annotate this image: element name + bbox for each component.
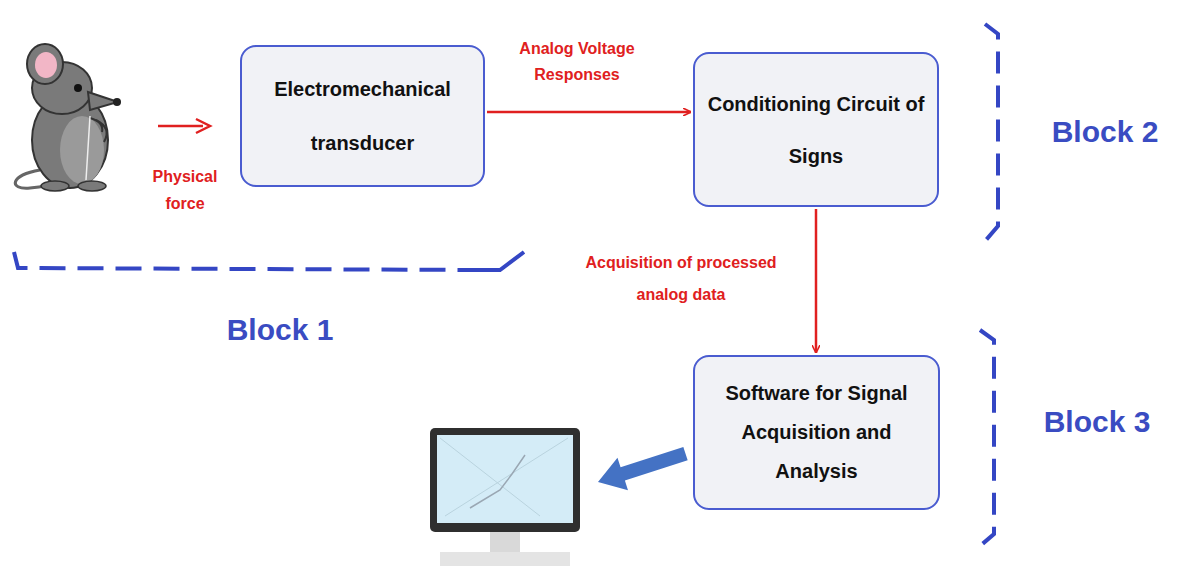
process-box: Software for Signal Acquisition and Anal…: [693, 355, 940, 510]
signal-arrow: [487, 111, 691, 114]
edge-label: Acquisition of processed analog data: [561, 247, 801, 311]
force-label: Physical force: [138, 163, 232, 217]
force-arrow: [158, 119, 210, 133]
box-label: Software for Signal Acquisition and Anal…: [707, 374, 926, 491]
box-label: Conditioning Circuit of Signs: [707, 78, 925, 182]
box-label: Electromechanical transducer: [254, 62, 471, 170]
monitor-illustration: [430, 428, 580, 566]
block-bracket: [14, 24, 998, 546]
process-box: Electromechanical transducer: [240, 45, 485, 187]
process-box: Conditioning Circuit of Signs: [693, 52, 939, 207]
block-label: Block 2: [1030, 112, 1180, 151]
edge-label: Analog Voltage Responses: [507, 36, 647, 87]
output-arrow: [593, 437, 691, 498]
mouse-illustration: [15, 44, 121, 191]
block-label: Block 1: [205, 310, 355, 349]
block-label: Block 3: [1022, 402, 1172, 441]
signal-arrow: [815, 209, 818, 353]
